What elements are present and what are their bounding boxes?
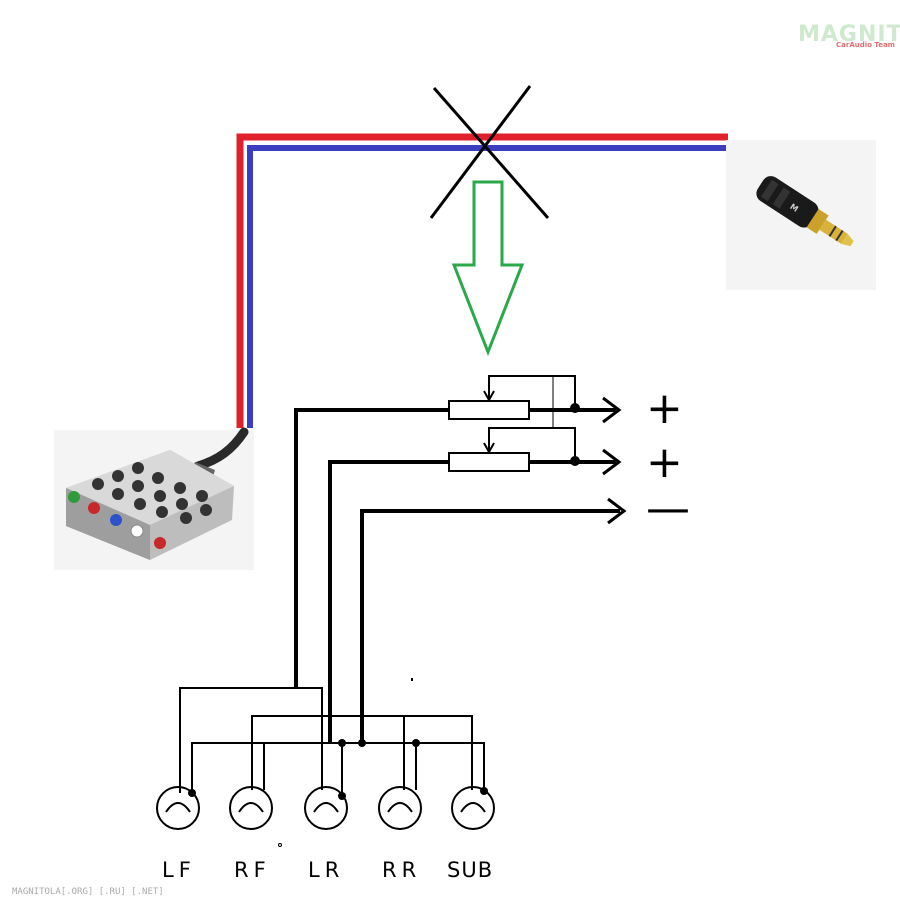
watermark-brand: MAGNITOLA bbox=[798, 22, 900, 47]
cut-cross-mark bbox=[429, 85, 550, 219]
stray-dot bbox=[411, 678, 413, 681]
connector-label-rr: RR bbox=[382, 858, 421, 882]
jack-plug-photo: M bbox=[726, 140, 876, 290]
connector-rr bbox=[378, 786, 422, 830]
watermark-logo: MAGNITOLA CarAudio Team bbox=[798, 22, 900, 49]
junction-dot bbox=[570, 403, 580, 413]
connector-label-lf: LF bbox=[162, 858, 196, 882]
connector-rf bbox=[229, 786, 273, 830]
connector-label-sub: SUB bbox=[447, 858, 493, 882]
rca-splitter-photo bbox=[54, 427, 254, 570]
bus-junction-dots bbox=[188, 739, 488, 800]
plus-label-top: + bbox=[646, 383, 683, 434]
red-wire bbox=[236, 133, 728, 428]
green-down-arrow bbox=[451, 180, 525, 357]
connector-sub bbox=[451, 786, 495, 830]
resistor-bottom bbox=[448, 452, 530, 472]
rca-connectors bbox=[156, 786, 495, 830]
stray-dot bbox=[278, 843, 282, 847]
plus-label-bottom: + bbox=[646, 437, 683, 488]
junction-dot bbox=[570, 456, 580, 466]
cable-red-blue bbox=[236, 133, 728, 428]
watermark-subtitle: CarAudio Team bbox=[836, 41, 895, 49]
connector-lr bbox=[304, 786, 348, 830]
connector-lf bbox=[156, 786, 200, 830]
potentiometer-block bbox=[448, 375, 576, 472]
blue-wire bbox=[247, 145, 728, 428]
resistor-top bbox=[448, 400, 530, 420]
footer-watermark: MAGNITOLA[.ORG] [.RU] [.NET] bbox=[12, 887, 164, 897]
output-wires bbox=[294, 396, 627, 745]
minus-label: — bbox=[646, 483, 690, 534]
svg-text:M: M bbox=[788, 202, 800, 214]
connector-label-lr: LR bbox=[308, 858, 344, 882]
connector-label-rf: RF bbox=[234, 858, 271, 882]
